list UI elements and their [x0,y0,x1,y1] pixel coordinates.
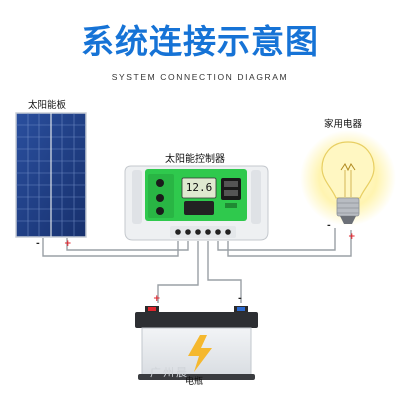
charge-controller-icon [124,165,269,241]
wire-battery-positive [207,241,242,303]
battery-label: 电瓶 [185,377,204,387]
wire-load-negative [217,228,336,251]
solar-panel-icon [15,112,87,238]
load-negative-sign: - [327,221,331,231]
wires [42,228,352,303]
diagram-title: 系统连接示意图 [81,22,319,61]
load-positive-sign: + [348,232,356,242]
solar-panel-label: 太阳能板 [28,100,67,111]
diagram-subtitle: SYSTEM CONNECTION DIAGRAM [111,72,289,82]
controller-voltage-display: 12.6 [185,181,213,194]
wire-battery-negative [157,241,199,303]
wire-panel-positive [66,238,189,251]
load-label: 家用电器 [324,119,363,130]
panel-negative-sign: - [36,239,40,249]
light-bulb-icon [300,130,396,226]
controller-label: 太阳能控制器 [165,154,225,165]
battery-positive-sign: + [153,294,161,304]
battery-icon [135,306,258,380]
panel-positive-sign: + [64,239,72,249]
watermark-text: 广州晨 [150,366,189,379]
battery-negative-sign: - [238,294,242,304]
wire-panel-negative [42,238,179,257]
wire-load-positive [227,230,352,257]
